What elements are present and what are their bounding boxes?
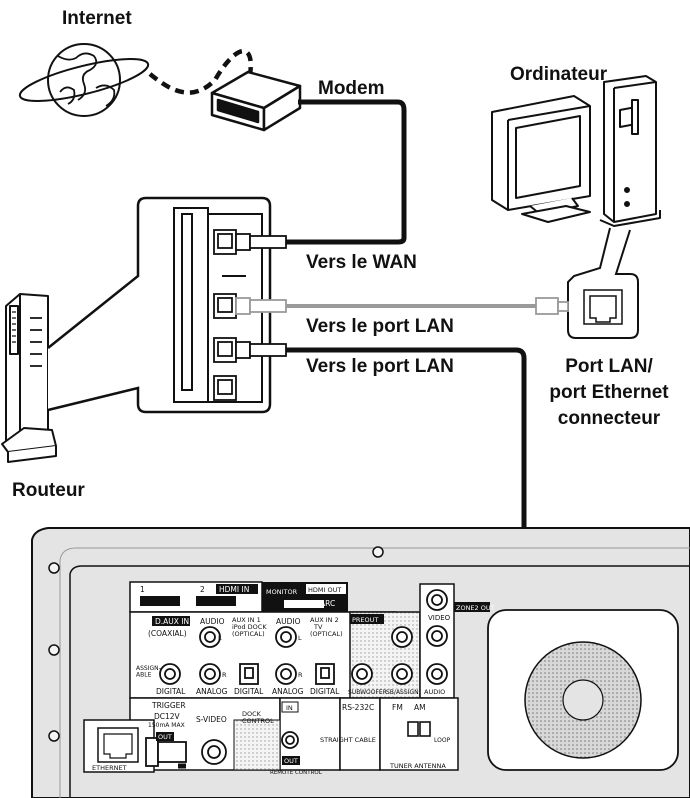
computer-icon — [491, 75, 661, 227]
trigger-label: TRIGGER — [151, 701, 186, 710]
hdmi-2-label: 2 — [200, 585, 205, 594]
am-label: AM — [414, 703, 426, 712]
audio-label-3: AUDIO — [424, 688, 445, 696]
remote-out-badge: OUT — [284, 757, 298, 765]
optical-jacks — [239, 663, 335, 685]
aux-in1-label: AUX IN 1 — [232, 616, 261, 624]
ipod-dock-label: iPod DOCK — [232, 623, 267, 631]
remote-control-label: REMOTE CONTROL — [270, 770, 323, 776]
tuner-antenna-label: TUNER ANTENNA — [389, 762, 446, 770]
coaxial-label: (COAXIAL) — [148, 629, 187, 638]
subwoofer-label: SUBWOOFER — [348, 689, 387, 696]
lan-port-3 — [213, 375, 237, 401]
sb-assign-label: SB/ASSIGN — [386, 689, 419, 696]
ma150-label: 150mA MAX — [148, 722, 185, 729]
router-ports — [213, 229, 237, 401]
svideo-label: S-VIDEO — [196, 715, 227, 724]
tv-label: TV — [313, 623, 323, 631]
optical-label-1: (OPTICAL) — [232, 630, 265, 638]
ordinateur-label: Ordinateur — [510, 64, 608, 85]
monitor-label: MONITOR — [266, 588, 298, 596]
hdmi-out-badge: HDMI OUT — [308, 586, 341, 594]
rj45-plug-icon — [145, 737, 187, 767]
lan-port-1 — [213, 293, 237, 319]
wan-port — [213, 229, 237, 255]
internet-dashed-link — [148, 49, 254, 95]
dc12v-label: DC12V — [154, 712, 181, 721]
digital-label-1: DIGITAL — [156, 687, 186, 696]
r-label-1: R — [222, 671, 227, 679]
modem-label: Modem — [318, 78, 385, 99]
fm-label: FM — [392, 703, 403, 712]
panel-labels: 1 2 HDMI IN MONITOR HDMI OUT ARC ZONE2 O… — [92, 584, 495, 776]
modem-icon — [210, 70, 302, 132]
rj45-plug-icon — [535, 297, 569, 315]
hdmi-in-badge: HDMI IN — [219, 585, 249, 594]
arc-label: ARC — [320, 599, 335, 608]
vers-lan-label-2: Vers le port LAN — [306, 356, 454, 377]
digital-label-2: DIGITAL — [234, 687, 264, 696]
internet-label: Internet — [62, 8, 132, 29]
assignable-label: ASSIGN-ABLE — [136, 665, 161, 679]
vers-lan-label-1: Vers le port LAN — [306, 316, 454, 337]
rj45-plug-icon — [235, 233, 287, 359]
audio-label-1: AUDIO — [200, 617, 225, 626]
am-terminal — [407, 721, 431, 737]
trigger-out-badge: OUT — [158, 733, 172, 741]
fan-grille — [487, 609, 679, 771]
digital-label-3: DIGITAL — [310, 687, 340, 696]
router-icon — [1, 293, 57, 463]
lan-port-2 — [213, 337, 237, 363]
r-label-2: R — [298, 671, 303, 679]
analog-label-2: ANALOG — [272, 687, 304, 696]
rca-jacks — [159, 589, 448, 765]
in-label: IN — [286, 704, 293, 712]
hdmi-1-label: 1 — [140, 585, 145, 594]
routeur-label: Routeur — [12, 480, 85, 501]
straight-cable-label: STRAIGHT CABLE — [320, 736, 376, 744]
ethernet-port-icon — [583, 289, 623, 325]
ethernet-label: ETHERNET — [92, 764, 127, 772]
globe-icon — [18, 43, 150, 117]
audio-label-2: AUDIO — [276, 617, 301, 626]
port-lan-label: Port LAN/ port Ethernet connecteur — [549, 356, 669, 429]
preout-badge: PREOUT — [352, 616, 378, 624]
vers-wan-label: Vers le WAN — [306, 252, 417, 273]
analog-label-1: ANALOG — [196, 687, 228, 696]
video-label: VIDEO — [428, 614, 451, 622]
rs232c-label: RS-232C — [342, 703, 374, 712]
l-label-1: L — [218, 634, 222, 642]
zone2-out-badge: ZONE2 OUT — [456, 604, 495, 612]
aux-in2-label: AUX IN 2 — [310, 616, 339, 624]
loop-label: LOOP — [434, 737, 451, 744]
daux-in-badge: D.AUX IN — [155, 617, 189, 626]
optical-label-2: (OPTICAL) — [310, 630, 343, 638]
wan-cable — [286, 99, 407, 245]
l-label-2: L — [298, 634, 302, 642]
